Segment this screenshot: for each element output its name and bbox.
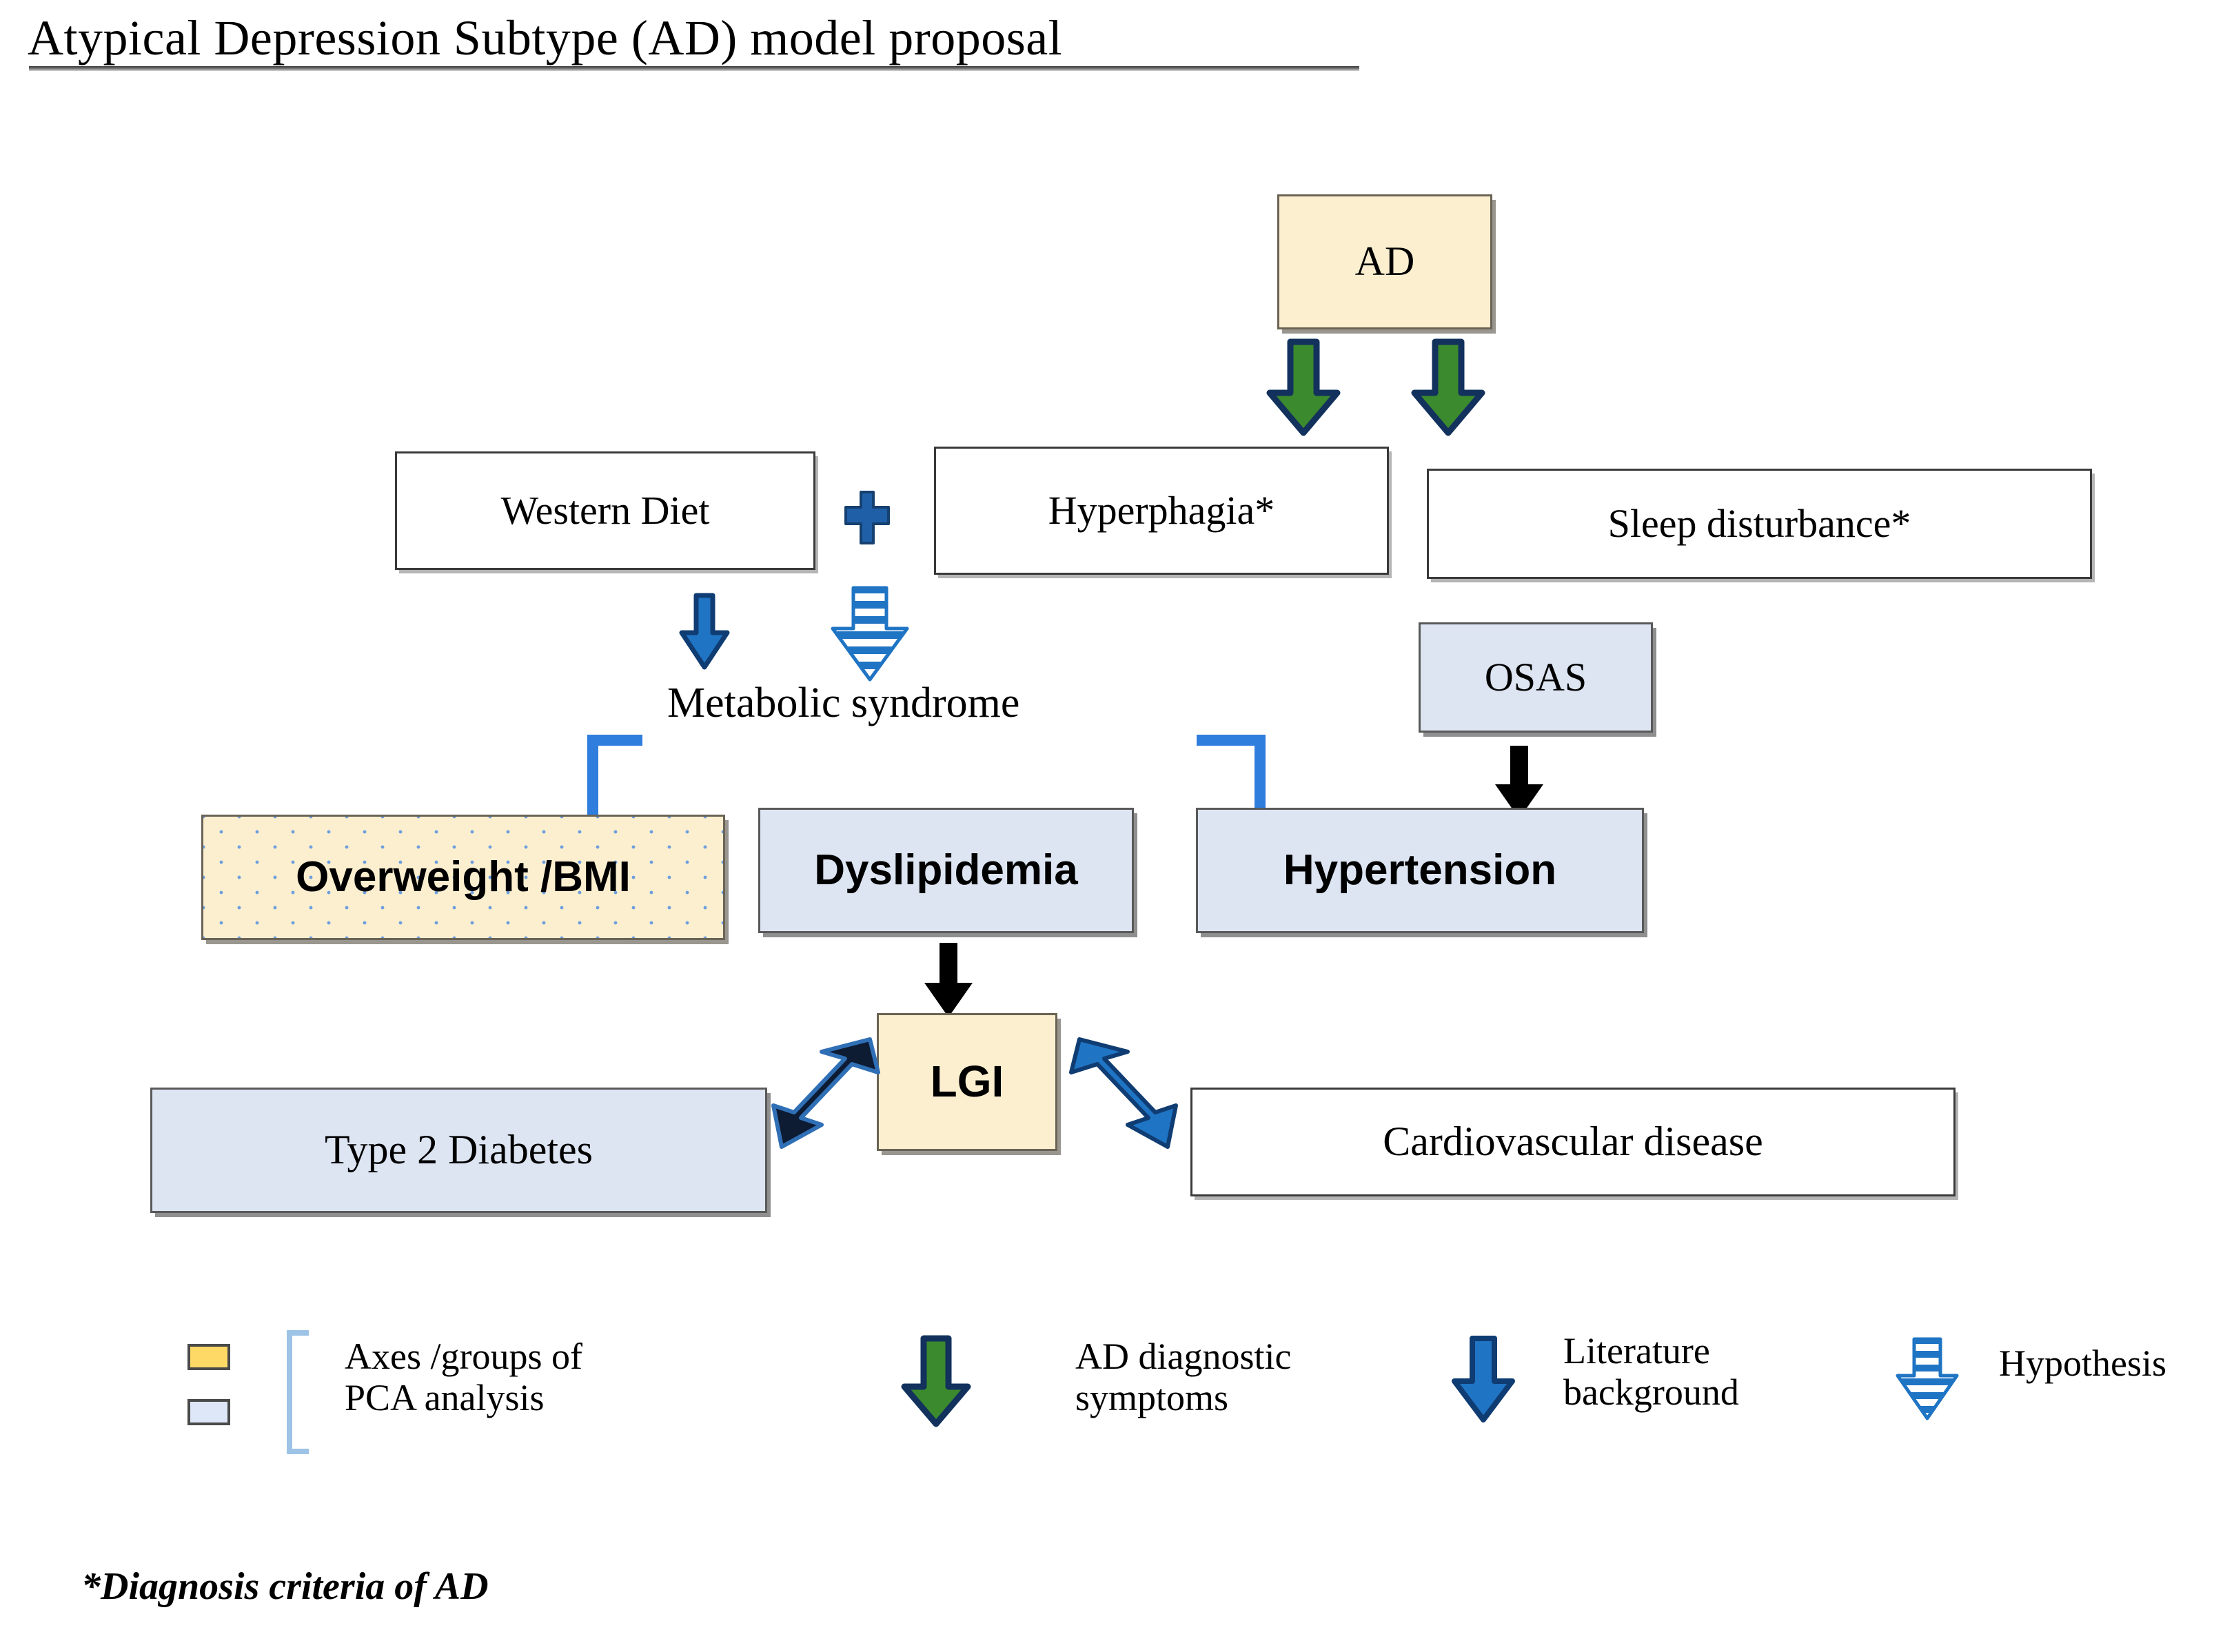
- striped-blue-down-arrow-icon-metabolic: [829, 586, 911, 684]
- node-osas-label: OSAS: [1484, 655, 1587, 700]
- green-down-arrow-icon-left: [1266, 338, 1341, 436]
- node-sleep-disturbance[interactable]: Sleep disturbance*: [1427, 469, 2092, 579]
- black-down-arrow-icon-dyslipidemia: [922, 943, 975, 1019]
- node-metabolic-syndrome: Metabolic syndrome: [667, 679, 1019, 728]
- legend-label-ad-symptoms: AD diagnostic symptoms: [1075, 1336, 1291, 1419]
- node-overweight-bmi-label: Overweight /BMI: [296, 853, 631, 901]
- node-metabolic-syndrome-label: Metabolic syndrome: [667, 680, 1020, 726]
- node-hypertension[interactable]: Hypertension: [1196, 808, 1644, 933]
- node-overweight-bmi[interactable]: Overweight /BMI: [201, 815, 725, 940]
- node-cardiovascular-disease[interactable]: Cardiovascular disease: [1190, 1088, 1956, 1196]
- footnote: *Diagnosis criteria of AD: [81, 1565, 489, 1608]
- diagonal-dark-arrow-icon-lgi-to-diabetes: [755, 1034, 886, 1165]
- connector-metabolic-to-hypertension: [1191, 732, 1322, 822]
- legend-label-pca: Axes /groups of PCA analysis: [345, 1336, 582, 1419]
- legend-bracket: [281, 1330, 323, 1454]
- legend-label-ad-symptoms-line2: symptoms: [1075, 1377, 1229, 1419]
- node-ad-label: AD: [1354, 238, 1415, 285]
- node-sleep-disturbance-label: Sleep disturbance*: [1607, 501, 1911, 547]
- striped-blue-down-arrow-icon-legend: [1894, 1337, 1960, 1422]
- node-hypertension-label: Hypertension: [1283, 846, 1557, 895]
- node-hyperphagia-label: Hyperphagia*: [1048, 488, 1275, 533]
- legend-label-pca-line1: Axes /groups of: [345, 1336, 582, 1377]
- legend-swatch-gold: [187, 1344, 230, 1370]
- node-type2-diabetes[interactable]: Type 2 Diabetes: [150, 1088, 767, 1213]
- plus-icon: [842, 489, 892, 547]
- legend-label-hypothesis: Hypothesis: [1999, 1343, 2166, 1384]
- node-ad[interactable]: AD: [1277, 194, 1492, 329]
- legend-label-literature-line2: background: [1563, 1371, 1739, 1414]
- legend-swatch-blue: [187, 1399, 230, 1425]
- legend-label-ad-symptoms-line1: AD diagnostic: [1075, 1336, 1292, 1377]
- node-lgi-label: LGI: [930, 1057, 1004, 1107]
- connector-metabolic-to-overweight: [524, 732, 648, 822]
- diagonal-blue-arrow-icon-lgi-to-cvd: [1063, 1034, 1194, 1165]
- legend-label-literature-line1: Literature: [1563, 1330, 1710, 1371]
- title-underline: [29, 66, 1359, 71]
- node-dyslipidemia[interactable]: Dyslipidemia: [758, 808, 1134, 933]
- node-dyslipidemia-label: Dyslipidemia: [814, 846, 1078, 895]
- node-type2-diabetes-label: Type 2 Diabetes: [324, 1127, 593, 1173]
- green-down-arrow-icon-legend: [900, 1335, 972, 1427]
- black-down-arrow-icon-osas: [1493, 746, 1545, 820]
- node-western-diet[interactable]: Western Diet: [395, 451, 815, 570]
- node-western-diet-label: Western Diet: [500, 488, 710, 533]
- legend-label-hypothesis-line1: Hypothesis: [1999, 1343, 2166, 1384]
- blue-down-arrow-icon-western-diet: [679, 593, 730, 670]
- page-title: Atypical Depression Subtype (AD) model p…: [28, 10, 1063, 65]
- node-cardiovascular-disease-label: Cardiovascular disease: [1383, 1119, 1763, 1165]
- legend-label-literature: Literature background: [1563, 1330, 1739, 1414]
- legend-label-pca-line2: PCA analysis: [345, 1377, 545, 1419]
- node-osas[interactable]: OSAS: [1419, 622, 1653, 733]
- blue-down-arrow-icon-legend: [1452, 1336, 1516, 1422]
- node-lgi[interactable]: LGI: [877, 1013, 1057, 1151]
- node-hyperphagia[interactable]: Hyperphagia*: [934, 447, 1389, 575]
- green-down-arrow-icon-right: [1410, 338, 1486, 436]
